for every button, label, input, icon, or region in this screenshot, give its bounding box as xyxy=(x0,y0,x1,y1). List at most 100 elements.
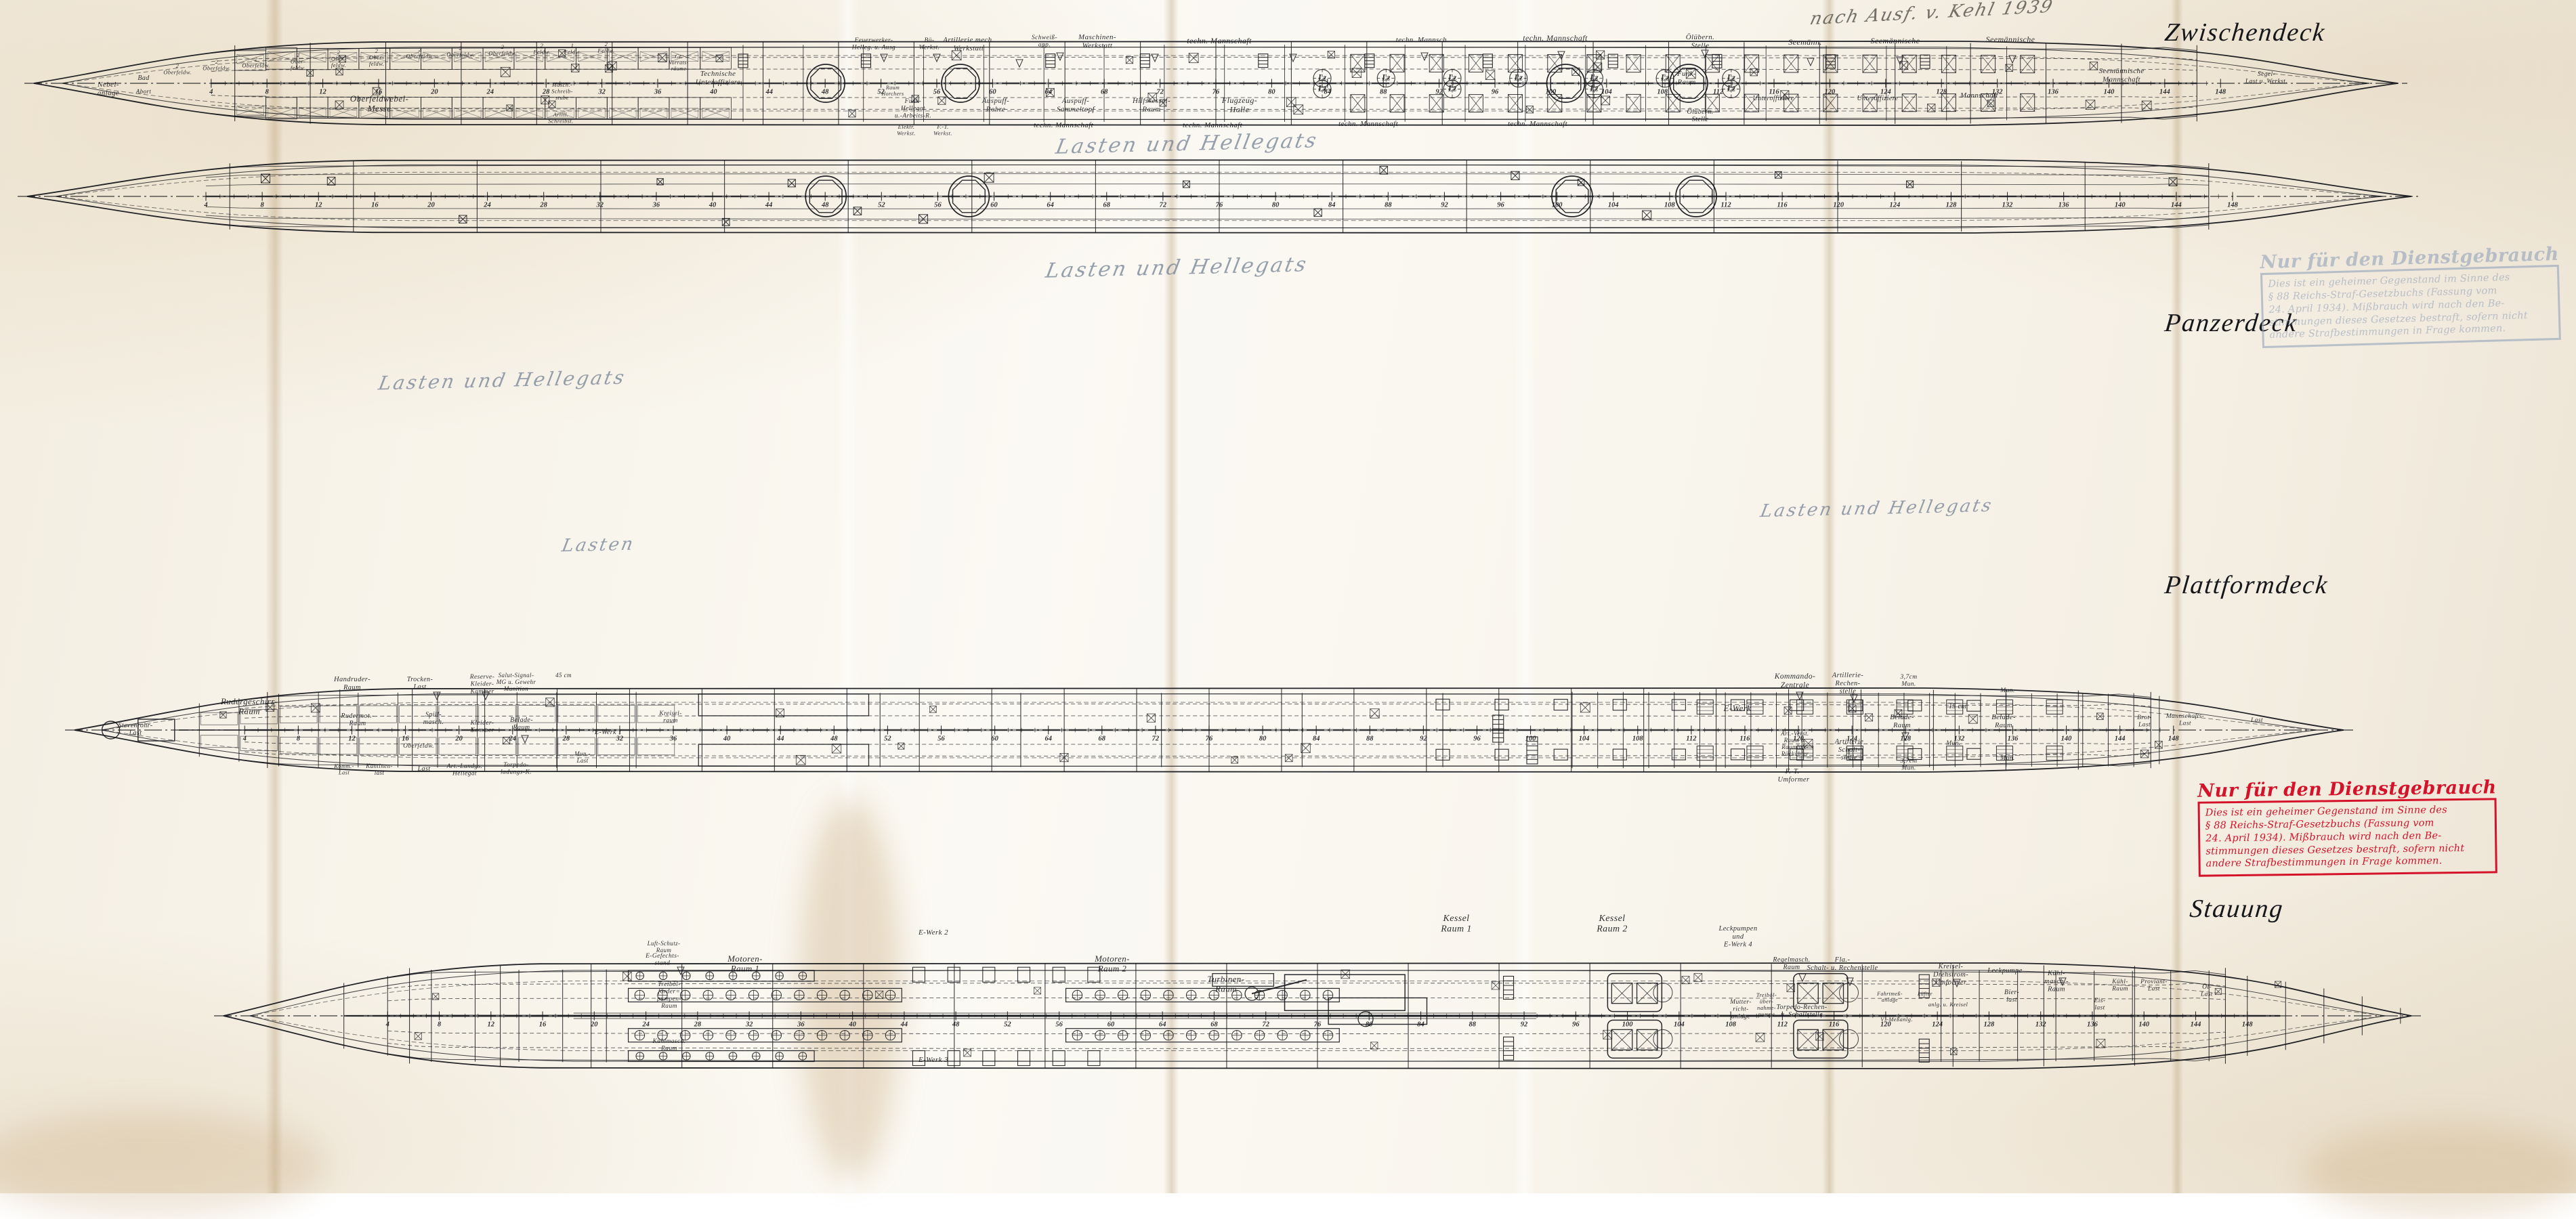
compartment-label: Kreisel-raum xyxy=(658,710,681,725)
compartment-label: Kantinen-last xyxy=(365,763,393,776)
deck-title-plattformdeck: Plattformdeck xyxy=(2163,570,2330,600)
frame-number: 112 xyxy=(1777,1021,1788,1029)
stamp-body: Dies ist ein geheimer Gegenstand im Sinn… xyxy=(2260,265,2561,349)
compartment-label: Funk-Raum xyxy=(1676,70,1696,86)
compartment-label: Lüfter xyxy=(1917,991,1933,997)
frame-number: 136 xyxy=(2058,202,2070,209)
frame-number: 32 xyxy=(596,202,604,209)
compartment-label: techn. Mannschaft xyxy=(1034,121,1094,129)
compartment-label: Artillerie-Rechen-stelle xyxy=(1832,672,1863,696)
compartment-label: Last xyxy=(417,765,431,773)
frame-number: 28 xyxy=(562,735,570,743)
frame-number: 112 xyxy=(1720,202,1731,209)
frame-number: 12 xyxy=(488,1021,495,1029)
frame-number: 88 xyxy=(1385,202,1392,209)
frame-number: 88 xyxy=(1380,89,1387,96)
compartment-label: Stevenrohr-Last xyxy=(118,722,152,737)
compartment-label: Abort xyxy=(135,88,152,95)
frame-number: 144 xyxy=(2171,202,2182,209)
compartment-label: Kreisel-Drehstrom-Umformer xyxy=(1933,963,1968,987)
vent-label: Lz xyxy=(1448,84,1457,93)
frame-number: 48 xyxy=(952,1021,960,1029)
frame-number: 68 xyxy=(1210,1021,1218,1029)
frame-number: 56 xyxy=(1055,1021,1063,1029)
frame-number: 148 xyxy=(2215,89,2226,96)
frame-number: 24 xyxy=(508,735,516,743)
frame-number: 144 xyxy=(2115,735,2126,743)
compartment-label: Mannschaft xyxy=(1960,91,1998,100)
frame-number: 96 xyxy=(1473,735,1481,743)
frame-number: 144 xyxy=(2191,1021,2201,1029)
compartment-label: Mun. xyxy=(2000,687,2014,694)
frame-number: 72 xyxy=(1262,1021,1269,1029)
vent-label: Lz xyxy=(1514,73,1523,83)
frame-number: 36 xyxy=(797,1021,805,1029)
frame-number: 12 xyxy=(319,89,326,96)
frame-number: 28 xyxy=(542,89,550,96)
frame-number: 68 xyxy=(1099,735,1106,743)
frame-number: 12 xyxy=(315,202,322,209)
frame-number: 80 xyxy=(1272,202,1280,209)
frame-number: 144 xyxy=(2159,89,2170,96)
compartment-label: Luft-Schutz-Raum xyxy=(647,940,681,954)
frame-number: 28 xyxy=(539,202,547,209)
frame-number: 36 xyxy=(654,89,662,96)
compartment-label: techn. Mannschaft xyxy=(1338,120,1399,128)
frame-number: 20 xyxy=(430,89,438,96)
compartment-label: Last xyxy=(2250,717,2263,724)
frame-number: 40 xyxy=(723,735,731,743)
frame-number: 64 xyxy=(1047,202,1054,209)
compartment-label: Bad xyxy=(138,74,150,82)
compartment-label: Seemännische xyxy=(1871,36,1920,45)
compartment-label: Rudermot.-Raum xyxy=(340,712,374,727)
compartment-label: Auspuff-Rohre xyxy=(981,97,1009,113)
vent-label: Lz xyxy=(1727,84,1736,93)
frame-number: 12 xyxy=(348,735,356,743)
frame-number: 140 xyxy=(2115,202,2126,209)
compartment-label: Torpedo-ladungs-K. xyxy=(501,762,532,776)
compartment-label: Regelmasch.Raum xyxy=(1772,956,1810,971)
frame-number: 128 xyxy=(1984,1021,1996,1029)
compartment-label: E-Werk 3 xyxy=(918,1056,948,1064)
stamp-heading: Nur für den Dienstgebrauch xyxy=(2197,778,2497,800)
stamp-line: andere Strafbestimmungen in Frage kommen… xyxy=(2206,855,2491,871)
frame-number: 64 xyxy=(1159,1021,1166,1029)
vent-label: Lz xyxy=(1317,84,1327,93)
frame-number: 44 xyxy=(765,89,774,96)
compartment-label: Kühl-Raum xyxy=(2111,979,2128,993)
compartment-label: Spill-masch. xyxy=(423,711,444,726)
frame-number: 24 xyxy=(483,202,491,209)
compartment-label: Torpedo-Rechen-u. Schallstelle xyxy=(1776,1004,1827,1019)
frame-number: 44 xyxy=(900,1021,908,1029)
compartment-label: E-Werk 2 xyxy=(918,928,948,937)
frame-number: 36 xyxy=(669,735,677,743)
compartment-label: Öl-Last xyxy=(2200,983,2213,998)
compartment-label: Segel-Last u. Werkst. xyxy=(2245,71,2287,85)
frame-number: 8 xyxy=(297,735,301,743)
stamp-body: Dies ist ein geheimer Gegenstand im Sinn… xyxy=(2198,798,2498,877)
frame-number: 24 xyxy=(641,1021,650,1029)
frame-number: 136 xyxy=(2048,89,2059,96)
frame-number: 132 xyxy=(2002,202,2014,209)
compartment-label: Auspuff-Sammeltopf xyxy=(1057,97,1095,113)
compartment-label: anlg. u. Kreisel xyxy=(1928,1001,1968,1008)
frame-number: 60 xyxy=(1107,1021,1115,1029)
compartment-label: Mun. xyxy=(2000,755,2014,762)
frame-number: 92 xyxy=(1441,202,1448,209)
compartment-label: Fahrtmeß-anlage xyxy=(1876,991,1903,1003)
frame-number: 96 xyxy=(1497,202,1504,209)
frame-number: 116 xyxy=(1739,735,1750,743)
frame-number: 84 xyxy=(1313,735,1320,743)
frame-number: 104 xyxy=(1608,202,1619,209)
compartment-label: Belade-Raum xyxy=(1890,714,1914,729)
frame-number: 148 xyxy=(2168,735,2180,743)
compartment-label: Treiböl-über-nahme-pumpe xyxy=(1756,991,1777,1018)
vent-label: Lz xyxy=(1381,73,1391,83)
compartment-label: Belade-Raum xyxy=(1991,714,2016,729)
frame-number: 48 xyxy=(821,202,829,209)
